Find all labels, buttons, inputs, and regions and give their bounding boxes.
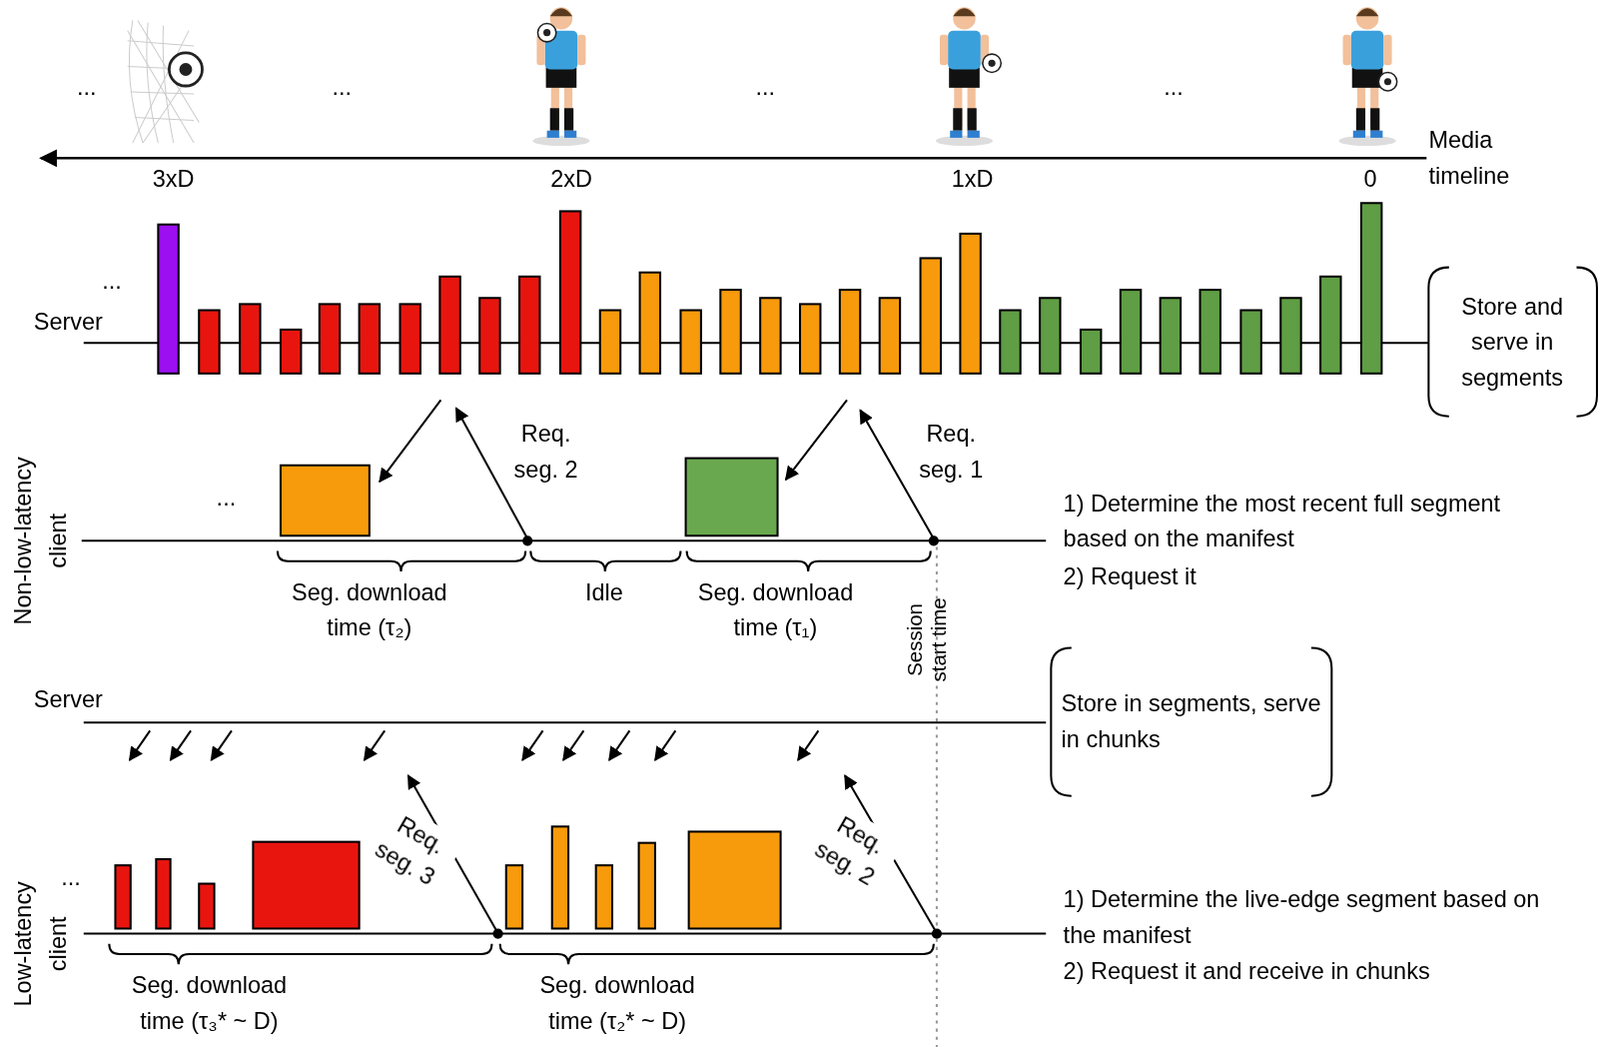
text-label: Store and serve in segments xyxy=(1438,288,1587,396)
chunk-arrow xyxy=(129,730,150,761)
text-label: 0 xyxy=(1350,160,1392,197)
text-label: Seg. download time (τ₃* ~ D) xyxy=(116,966,301,1038)
text-label: ... xyxy=(60,858,112,895)
segment-bar xyxy=(1240,310,1261,374)
chunk-arrow xyxy=(563,730,584,761)
text-label: Req. seg. 2 xyxy=(500,416,593,488)
segment-bar xyxy=(1080,329,1101,374)
text-label: Req. seg. 2 xyxy=(800,800,904,897)
segment-bar xyxy=(319,303,340,373)
client-line xyxy=(83,932,1046,935)
segment-bars xyxy=(157,202,1382,374)
segment-bar xyxy=(920,257,941,373)
segment-bar xyxy=(1280,297,1301,374)
segment-bar xyxy=(280,329,301,374)
text-label: Store in segments, serve in chunks xyxy=(1061,685,1328,757)
segment-bar xyxy=(198,310,219,374)
segment-bar xyxy=(720,289,741,374)
chunk-arrow xyxy=(655,730,676,761)
segment-bar xyxy=(800,303,820,373)
text-label: ... xyxy=(55,68,117,105)
segment-bar xyxy=(479,297,500,374)
segment-bar xyxy=(1160,297,1181,374)
text-label: Non-low-latency client xyxy=(4,438,77,643)
text-label: Seg. download time (τ₁) xyxy=(684,574,868,646)
chunk-arrow xyxy=(170,730,191,761)
segment-bar xyxy=(439,276,460,374)
soccer-ball xyxy=(168,52,202,86)
segment-bar xyxy=(239,303,260,373)
segment-bar xyxy=(359,303,380,373)
text-label: ... xyxy=(101,263,153,300)
text-label: ... xyxy=(1142,68,1204,105)
segment-bar xyxy=(560,210,581,373)
text-label: Idle xyxy=(573,574,635,611)
text-label: ... xyxy=(216,479,268,516)
segment-bar xyxy=(600,310,621,374)
segment-bar xyxy=(879,297,900,374)
text-label: Seg. download time (τ₂) xyxy=(277,574,462,646)
segment-bar xyxy=(157,224,178,374)
chunk-arrow xyxy=(522,730,543,761)
text-label: Server xyxy=(33,681,146,718)
segment-bar xyxy=(839,289,860,374)
segment-bar xyxy=(1039,297,1060,374)
timeline-arrow xyxy=(40,156,1427,160)
text-label: 1) Determine the most recent full segmen… xyxy=(1063,485,1534,557)
segment-bar xyxy=(1200,289,1221,374)
segment-bar xyxy=(640,272,661,374)
segment-bar xyxy=(1361,202,1382,374)
segment-bar xyxy=(1120,289,1141,374)
text-label: Session start time xyxy=(901,583,951,696)
client-line xyxy=(81,539,1047,542)
text-label: Req. seg. 1 xyxy=(904,416,997,488)
segment-bar xyxy=(519,276,540,374)
text-label: Seg. download time (τ₂* ~ D) xyxy=(525,966,710,1038)
player-figure xyxy=(935,6,993,146)
chunk-arrow xyxy=(798,730,818,761)
chunk-arrow xyxy=(609,730,630,761)
text-label: 2) Request it and receive in chunks xyxy=(1063,952,1565,989)
segment-bar xyxy=(680,310,701,374)
segment-bar xyxy=(959,233,980,374)
text-label: Req. seg. 3 xyxy=(361,800,465,897)
text-label: 2) Request it xyxy=(1063,559,1534,596)
text-label: Low-latency client xyxy=(4,866,77,1020)
text-label: ... xyxy=(735,68,797,105)
server-line xyxy=(83,721,1046,724)
player-figure xyxy=(532,6,590,146)
chunk-arrow xyxy=(210,730,231,761)
chunk-arrow xyxy=(364,730,385,761)
segment-bar xyxy=(400,303,421,373)
text-label: 2xD xyxy=(525,160,618,197)
text-label: ... xyxy=(311,68,373,105)
text-label: Media timeline xyxy=(1428,122,1572,194)
segment-bar xyxy=(999,310,1020,374)
text-label: Server xyxy=(33,303,146,340)
segment-bar xyxy=(1320,276,1341,374)
text-label: 3xD xyxy=(127,160,220,197)
segment-bar xyxy=(760,297,781,374)
text-label: 1xD xyxy=(926,160,1019,197)
text-label: 1) Determine the live-edge segment based… xyxy=(1063,880,1565,952)
